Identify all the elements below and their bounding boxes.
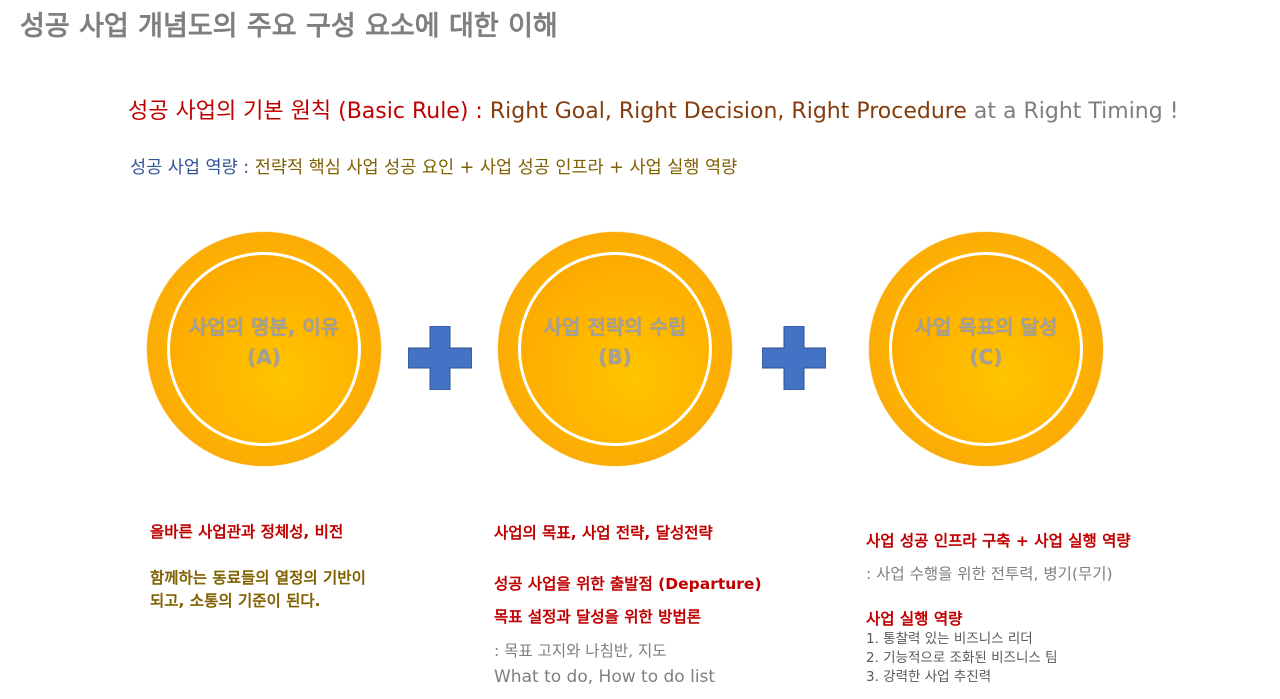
circle-a-label: 사업의 명분, 이유 (A) [147, 312, 381, 372]
basic-rule-timing: at a Right Timing ! [966, 99, 1179, 124]
col-c-heading: 사업 성공 인프라 구축 + 사업 실행 역량 [866, 532, 1131, 550]
col-a-heading: 올바른 사업관과 정체성, 비전 [150, 523, 344, 541]
basic-rule-label: 성공 사업의 기본 원칙 (Basic Rule) : [128, 99, 490, 124]
basic-rule-values: Right Goal, Right Decision, Right Proced… [489, 99, 967, 124]
capability-line: 성공 사업 역량 : 전략적 핵심 사업 성공 요인 + 사업 성공 인프라 +… [130, 154, 737, 179]
col-b-sub1: 성공 사업을 위한 출발점 (Departure) [494, 575, 762, 593]
circle-c-tag: (C) [969, 345, 1003, 369]
col-c-item-3: 3. 강력한 사업 추진력 [866, 669, 992, 685]
col-a-body-line2: 되고, 소통의 기준이 된다. [150, 592, 321, 610]
circle-c: 사업 목표의 달성 (C) [869, 232, 1103, 466]
col-b-heading: 사업의 목표, 사업 전략, 달성전략 [494, 524, 713, 542]
circle-a-inner-ring [167, 252, 361, 446]
circle-b-tag: (B) [598, 345, 632, 369]
col-b-note2: What to do, How to do list [494, 667, 716, 687]
plus-icon [408, 326, 472, 390]
col-b-sub2: 목표 설정과 달성을 위한 방법론 [494, 608, 701, 626]
circle-b-inner-ring [518, 252, 712, 446]
col-b-note1: : 목표 고지와 나침반, 지도 [494, 642, 667, 660]
col-a-body-line1: 함께하는 동료들의 열정의 기반이 [150, 569, 366, 587]
basic-rule-line: 성공 사업의 기본 원칙 (Basic Rule) : Right Goal, … [128, 93, 1179, 125]
circle-c-title: 사업 목표의 달성 [914, 315, 1058, 339]
col-c-item-1: 1. 통찰력 있는 비즈니스 리더 [866, 631, 1033, 647]
circle-c-inner-ring [889, 252, 1083, 446]
plus-icon [762, 326, 826, 390]
circle-b: 사업 전략의 수립 (B) [498, 232, 732, 466]
col-c-item-2: 2. 기능적으로 조화된 비즈니스 팀 [866, 650, 1058, 666]
capability-label: 성공 사업 역량 : [130, 158, 255, 178]
circle-b-label: 사업 전략의 수립 (B) [498, 312, 732, 372]
col-c-sub: 사업 실행 역량 [866, 610, 963, 628]
circle-a: 사업의 명분, 이유 (A) [147, 232, 381, 466]
circle-a-title: 사업의 명분, 이유 [188, 315, 340, 339]
page-title: 성공 사업 개념도의 주요 구성 요소에 대한 이해 [20, 11, 558, 42]
circle-c-label: 사업 목표의 달성 (C) [869, 312, 1103, 372]
circle-b-title: 사업 전략의 수립 [543, 315, 687, 339]
capability-text: 전략적 핵심 사업 성공 요인 + 사업 성공 인프라 + 사업 실행 역량 [254, 158, 738, 178]
circle-a-tag: (A) [247, 345, 281, 369]
col-c-note: : 사업 수행을 위한 전투력, 병기(무기) [866, 565, 1113, 583]
